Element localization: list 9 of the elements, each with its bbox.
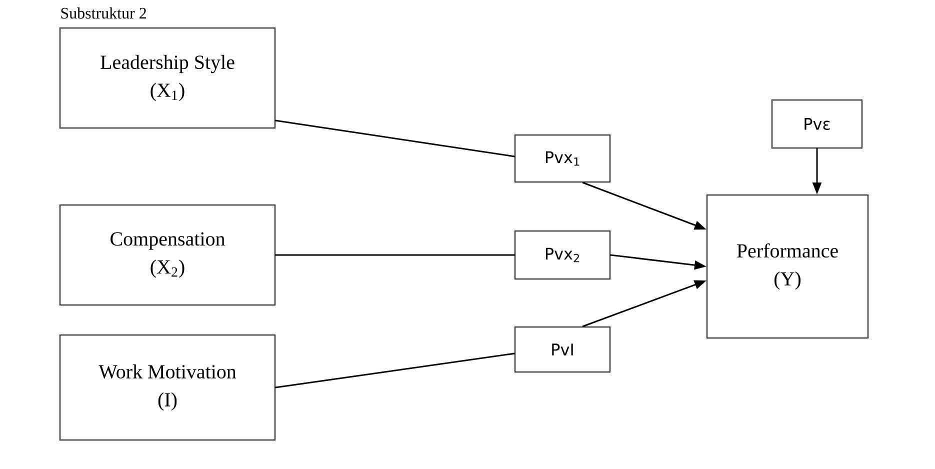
coefficient-box: PvI xyxy=(514,326,610,372)
title: Substruktur 2 xyxy=(61,7,146,19)
variable-box: Compensation (X$_{2}$) xyxy=(60,204,276,306)
coefficient-box: Pvx$_{1}$ xyxy=(514,134,610,182)
coefficient-box: Pvx$_{2}$ xyxy=(514,230,610,280)
variable-box: Work Motivation (I) xyxy=(60,334,276,440)
coefficient-box: Pvε xyxy=(772,100,862,148)
variable-box: Performance (Y) xyxy=(706,194,868,338)
variable-box: Leadership Style (X$_{1}$) xyxy=(60,28,276,128)
